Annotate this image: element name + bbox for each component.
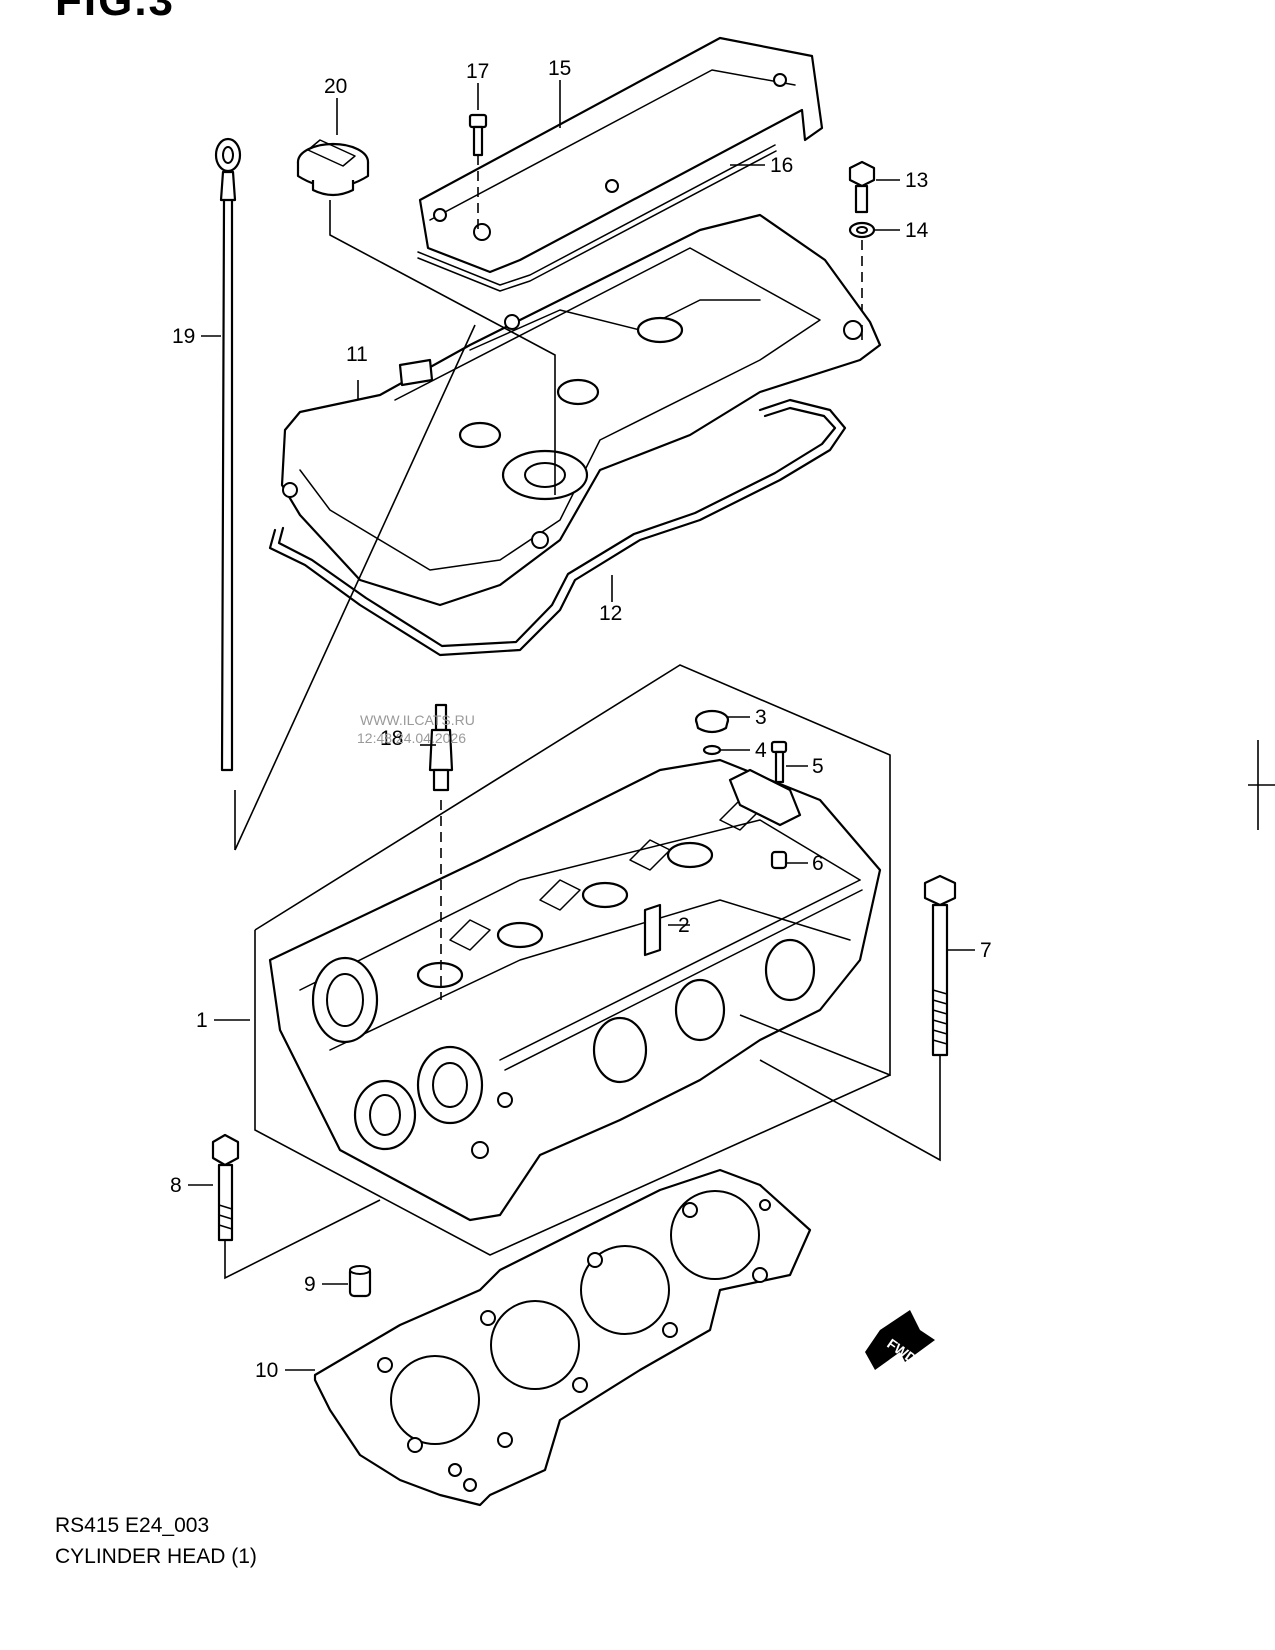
figure-title: FIG.3 [55, 0, 176, 25]
cover-gasket-part-12[interactable] [268, 398, 847, 657]
plug-part-3[interactable] [694, 709, 730, 734]
bolt-part-13[interactable] [848, 160, 876, 214]
callout-8: 8 [170, 1174, 182, 1197]
bolt-part-7[interactable] [923, 874, 957, 1057]
callout-9: 9 [304, 1273, 316, 1296]
diagram-caption: CYLINDER HEAD (1) [55, 1545, 257, 1568]
callout-7: 7 [980, 939, 992, 962]
page-edge-mark [1248, 740, 1275, 830]
callout-5: 5 [812, 755, 824, 778]
pin-part-6[interactable] [770, 850, 788, 870]
callout-20: 20 [324, 75, 347, 98]
callout-2: 2 [678, 914, 690, 937]
callout-14: 14 [905, 219, 929, 242]
callout-13: 13 [905, 169, 928, 192]
spark-plug-part-18[interactable] [428, 703, 454, 1000]
watermark-site: WWW.ILCATS.RU [360, 712, 475, 728]
diagram-code: RS415 E24_003 [55, 1514, 210, 1537]
callout-15: 15 [548, 57, 571, 80]
bolt-part-5[interactable] [770, 740, 788, 784]
callout-18: 18 [380, 727, 403, 750]
camshaft-cap [728, 768, 802, 827]
callout-11: 11 [346, 343, 368, 366]
watermark: WWW.ILCATS.RU 12:48 24.04.2026 [357, 712, 475, 746]
forward-direction-arrow: FWD [865, 1310, 935, 1370]
callout-6: 6 [812, 852, 824, 875]
seal-part-4[interactable] [702, 744, 722, 756]
watermark-timestamp: 12:48 24.04.2026 [357, 730, 466, 746]
cylinder-head-gasket-part-10[interactable] [313, 1168, 812, 1507]
cylinder-head-part-1[interactable] [268, 758, 882, 1222]
cover-gasket-part-16[interactable] [417, 144, 777, 292]
callout-4: 4 [755, 739, 767, 762]
callout-labels: 1 2 3 4 5 6 7 8 9 10 11 12 13 14 15 16 1… [170, 57, 992, 1382]
oil-level-gauge-part-19[interactable] [214, 137, 242, 772]
callout-3: 3 [755, 706, 767, 729]
callout-10: 10 [255, 1359, 278, 1382]
callout-16: 16 [770, 154, 793, 177]
callout-leaders [188, 80, 975, 1371]
bolt-part-17[interactable] [468, 113, 488, 232]
callout-1: 1 [196, 1009, 208, 1032]
bolt-part-8[interactable] [211, 1133, 240, 1242]
callout-17: 17 [466, 60, 489, 83]
cylinder-head-cover-part-11[interactable] [280, 213, 882, 607]
callout-12: 12 [599, 602, 622, 625]
dowel-pin-part-9[interactable] [348, 1265, 372, 1298]
callout-19: 19 [172, 325, 195, 348]
assembly-guide-lines [224, 200, 941, 1280]
oil-filler-cap-part-20[interactable] [296, 139, 370, 197]
pin-part-2[interactable] [643, 903, 662, 957]
